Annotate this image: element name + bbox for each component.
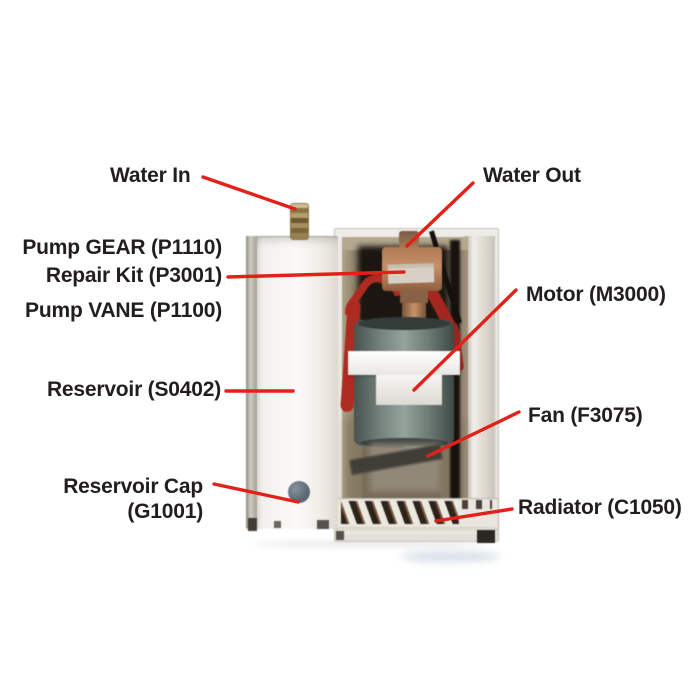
- door-hinge: [246, 236, 257, 528]
- water-out-fitting: [399, 231, 419, 248]
- label-repair-kit: Repair Kit (P3001): [45, 264, 222, 287]
- pump-sticker: [387, 263, 435, 284]
- label-reservoir: Reservoir (S0402): [46, 378, 221, 401]
- motor-white-band: [348, 351, 460, 375]
- label-motor: Motor (M3000): [526, 283, 666, 306]
- unit-shadow: [400, 551, 500, 562]
- water-in-fitting: [290, 203, 309, 240]
- label-reservoir-cap-line1: Reservoir Cap: [63, 475, 203, 498]
- radiator-fins: [341, 501, 459, 524]
- reservoir-door: [246, 236, 338, 529]
- label-reservoir-cap-line2: (G1001): [127, 500, 203, 523]
- door-foot: [248, 518, 257, 531]
- reservoir-cap: [288, 481, 310, 503]
- motor-white-band-center: [376, 375, 442, 405]
- motor-top-rim: [358, 317, 450, 330]
- label-reservoir-cap: Reservoir Cap (G1001): [63, 474, 203, 524]
- unit-foot-right: [477, 530, 495, 543]
- unit-shadow: [255, 541, 490, 547]
- door-foot: [317, 520, 329, 529]
- label-water-in: Water In: [110, 164, 191, 187]
- radiator-bottom-trim: [338, 527, 495, 534]
- label-fan: Fan (F3075): [528, 404, 643, 427]
- cabinet-right-frame: [464, 236, 495, 504]
- radiator-right-fins: [462, 500, 492, 509]
- label-water-out: Water Out: [483, 164, 581, 187]
- pump-collar: [400, 291, 428, 303]
- door-foot: [274, 521, 281, 528]
- label-pump-vane: Pump VANE (P1100): [25, 299, 222, 322]
- unit-foot-mid: [336, 531, 344, 540]
- label-pump-gear: Pump GEAR (P1110): [22, 236, 222, 259]
- label-radiator: Radiator (C1050): [518, 496, 682, 519]
